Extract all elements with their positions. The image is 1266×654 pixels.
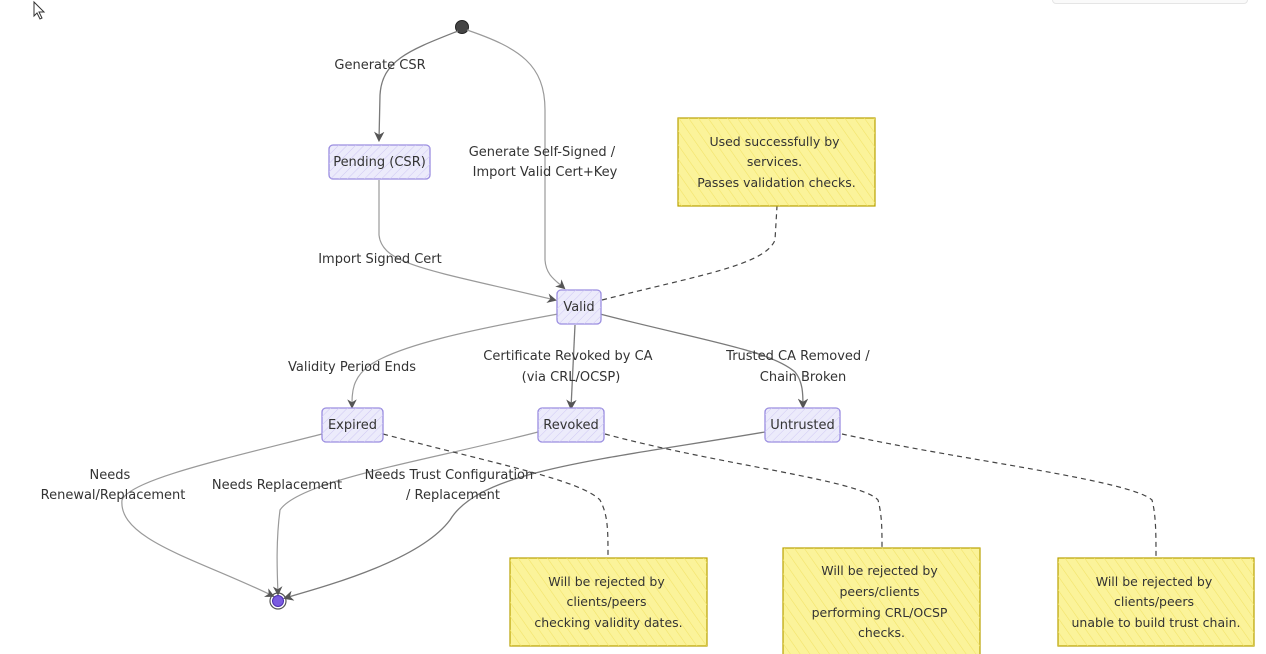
note-link-valid (601, 205, 778, 301)
edge-self-signed (466, 29, 566, 290)
mouse-cursor-icon (33, 0, 46, 20)
label-import-signed: Import Signed Cert (318, 252, 442, 267)
state-revoked[interactable]: Revoked (537, 407, 605, 443)
state-label: Expired (328, 418, 377, 433)
note-link-expired (382, 433, 609, 558)
note-revoked: Will be rejected by peers/clients perfor… (782, 547, 981, 654)
note-valid: Used successfully by services. Passes va… (677, 117, 876, 207)
edge-import-signed (378, 180, 557, 303)
state-pending[interactable]: Pending (CSR) (328, 144, 431, 180)
label-needs-trust: Needs Trust Configuration / Replacement (365, 468, 538, 503)
edge-needs-replacement (272, 431, 539, 596)
note-text: Will be rejected by peers/clients perfor… (812, 563, 952, 640)
edge-ca-removed (599, 313, 809, 410)
label-needs-renewal: Needs Renewal/Replacement (41, 468, 186, 503)
edge-needs-renewal (121, 433, 323, 597)
end-node[interactable] (269, 592, 287, 610)
note-text: Will be rejected by clients/peers checki… (534, 574, 682, 630)
note-text: Will be rejected by clients/peers unable… (1072, 574, 1241, 630)
edge-validity-ends (347, 313, 559, 409)
state-label: Valid (563, 300, 594, 315)
note-link-revoked (604, 433, 883, 548)
state-untrusted[interactable]: Untrusted (764, 407, 841, 443)
state-label: Pending (CSR) (333, 155, 426, 170)
label-validity-ends: Validity Period Ends (288, 360, 416, 375)
label-generate-csr: Generate CSR (334, 58, 425, 73)
label-revoked-by-ca: Certificate Revoked by CA (via CRL/OCSP) (483, 349, 656, 385)
note-expired: Will be rejected by clients/peers checki… (509, 557, 708, 647)
state-label: Untrusted (770, 418, 835, 433)
note-untrusted: Will be rejected by clients/peers unable… (1057, 557, 1255, 647)
label-needs-replacement: Needs Replacement (212, 478, 342, 493)
note-link-untrusted (841, 433, 1157, 558)
edge-revoked-by-ca (566, 324, 577, 411)
edge-needs-trust (283, 431, 766, 601)
state-label: Revoked (543, 418, 598, 433)
start-node[interactable] (455, 20, 469, 34)
state-expired[interactable]: Expired (321, 407, 384, 443)
edge-generate-csr (373, 30, 459, 143)
label-ca-removed: Trusted CA Removed / Chain Broken (725, 349, 874, 385)
label-self-signed: Generate Self-Signed / Import Valid Cert… (469, 145, 620, 180)
state-valid[interactable]: Valid (556, 289, 602, 325)
note-text: Used successfully by services. Passes va… (697, 134, 855, 190)
